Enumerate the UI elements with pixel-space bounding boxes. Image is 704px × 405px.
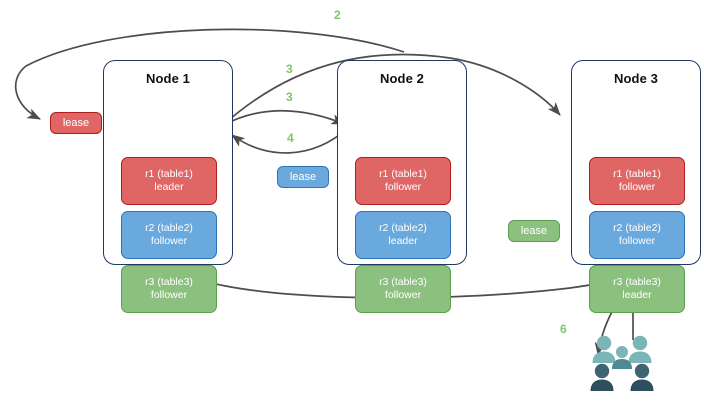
node-2[interactable]: Node 2 r1 (table1) follower r2 (table2) … <box>337 60 467 313</box>
node-1-replica-r3[interactable]: r3 (table3) follower <box>121 265 217 313</box>
node-3[interactable]: Node 3 r1 (table1) follower r2 (table2) … <box>571 60 701 313</box>
node-1-replica-r2[interactable]: r2 (table2) follower <box>121 211 217 259</box>
arrow-step-2 <box>15 28 405 120</box>
replica-name: r2 (table2) <box>145 222 193 234</box>
replica-role: follower <box>150 289 188 301</box>
replica-role: leader <box>622 289 652 301</box>
step-label-5: 5 <box>394 298 401 312</box>
step-label-3-upper: 3 <box>286 62 293 76</box>
arrow-step-4 <box>231 127 349 154</box>
replica-role: leader <box>154 181 184 193</box>
node-2-replica-r2[interactable]: r2 (table2) leader <box>355 211 451 259</box>
replica-name: r3 (table3) <box>379 276 427 288</box>
replica-role: follower <box>618 181 656 193</box>
replica-role: follower <box>618 235 656 247</box>
replica-name: r1 (table1) <box>379 168 427 180</box>
replica-name: r3 (table3) <box>145 276 193 288</box>
replica-name: r1 (table1) <box>613 168 661 180</box>
node-2-replica-r1[interactable]: r1 (table1) follower <box>355 157 451 205</box>
node-3-replica-r1[interactable]: r1 (table1) follower <box>589 157 685 205</box>
replica-name: r3 (table3) <box>613 276 661 288</box>
step-label-4: 4 <box>287 131 294 145</box>
lease-badge-red[interactable]: lease <box>50 112 102 134</box>
node-3-replica-r3[interactable]: r3 (table3) leader <box>589 265 685 313</box>
step-label-1: 1 <box>641 298 648 312</box>
users-group-icon <box>590 335 654 391</box>
step-label-2: 2 <box>334 8 341 22</box>
replica-role: leader <box>388 235 418 247</box>
replica-role: follower <box>384 181 422 193</box>
node-1-replica-r1[interactable]: r1 (table1) leader <box>121 157 217 205</box>
node-1[interactable]: Node 1 r1 (table1) leader r2 (table2) fo… <box>103 60 233 313</box>
arrow-step-3-to-node3 <box>221 53 561 127</box>
node-3-replica-r2[interactable]: r2 (table2) follower <box>589 211 685 259</box>
replica-name: r2 (table2) <box>379 222 427 234</box>
step-label-3-lower: 3 <box>286 90 293 104</box>
replica-role: follower <box>384 289 422 301</box>
node-1-title: Node 1 <box>146 71 190 86</box>
arrow-step-3-to-node2 <box>221 109 345 127</box>
node-2-replica-r3[interactable]: r3 (table3) follower <box>355 265 451 313</box>
replica-role: follower <box>150 235 188 247</box>
node-2-title: Node 2 <box>380 71 424 86</box>
replica-name: r1 (table1) <box>145 168 193 180</box>
replica-name: r2 (table2) <box>613 222 661 234</box>
node-3-title: Node 3 <box>614 71 658 86</box>
step-label-6: 6 <box>560 322 567 336</box>
lease-badge-blue[interactable]: lease <box>277 166 329 188</box>
lease-badge-green[interactable]: lease <box>508 220 560 242</box>
